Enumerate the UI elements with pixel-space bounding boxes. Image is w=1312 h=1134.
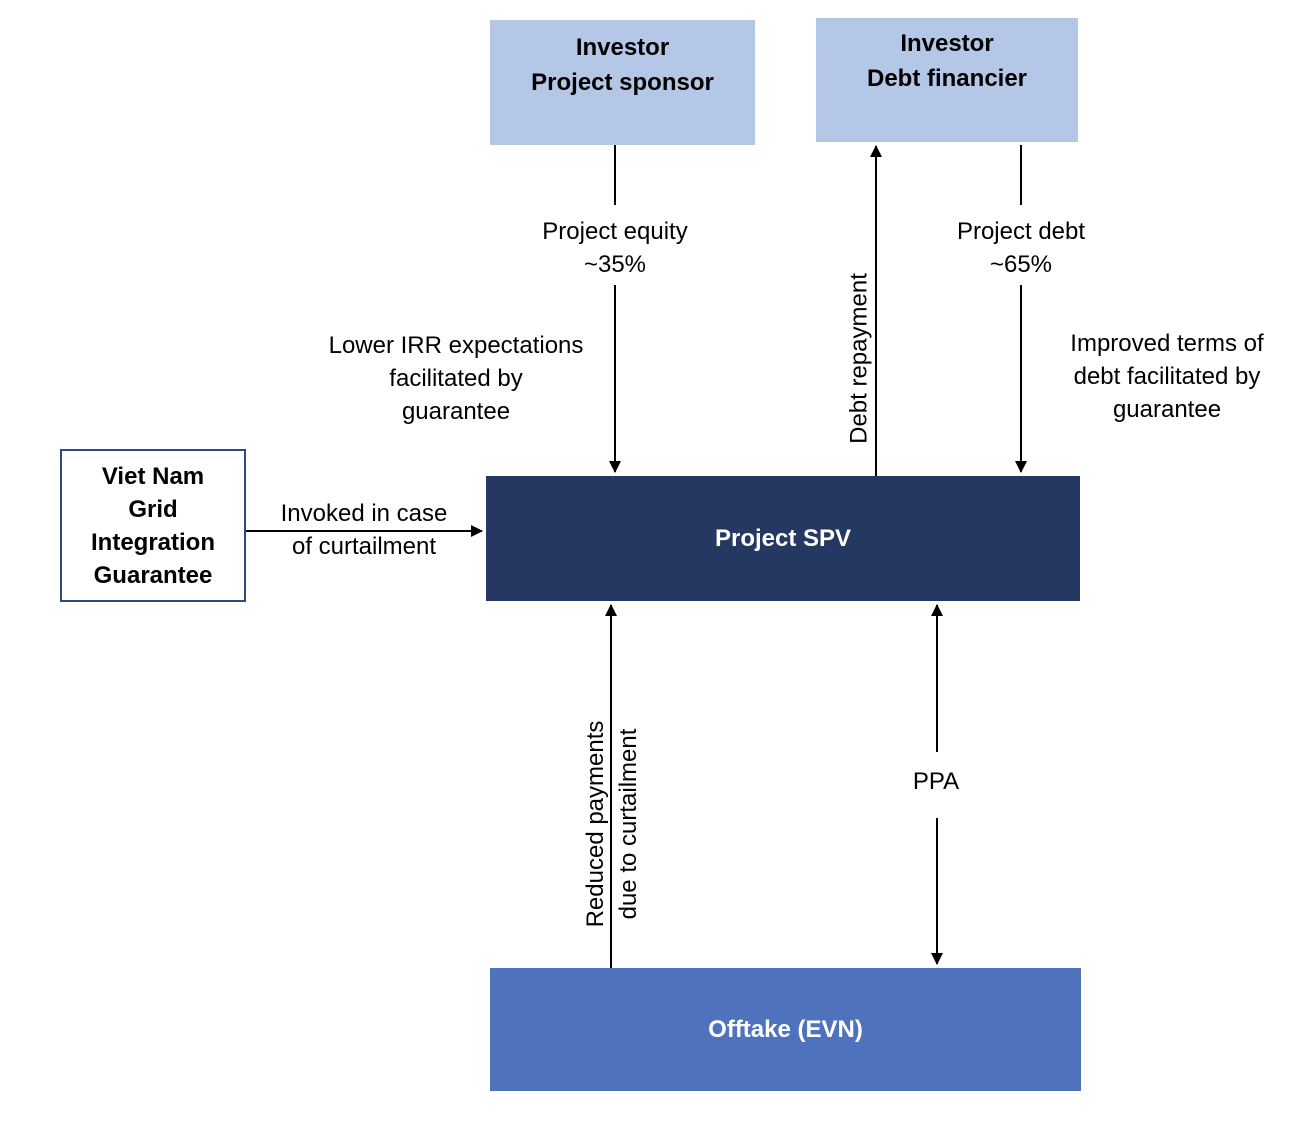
investor-debt-financier-box: Investor Debt financier	[816, 18, 1078, 142]
label-line: Reduced payments	[582, 720, 609, 928]
label-line: debt facilitated by	[1073, 363, 1261, 390]
reduced-payments-label: Reduced payments due to curtailment	[579, 714, 645, 934]
box-line: Project SPV	[714, 525, 852, 552]
label-line: Project equity	[542, 218, 688, 245]
grid-integration-guarantee-box: Viet Nam Grid Integration Guarantee	[60, 449, 246, 602]
investor-project-sponsor-box: Investor Project sponsor	[490, 20, 755, 145]
improved-terms-label: Improved terms of debt facilitated by gu…	[1052, 327, 1282, 426]
label-line: due to curtailment	[615, 728, 642, 920]
ppa-label: PPA	[912, 768, 960, 795]
box-line: Debt financier	[866, 65, 1028, 92]
label-line: Invoked in case	[280, 500, 448, 527]
label-line: guarantee	[1112, 396, 1222, 423]
project-equity-label: Project equity ~35%	[505, 215, 725, 281]
label-line: Lower IRR expectations	[328, 332, 584, 359]
box-line: Investor	[575, 34, 670, 61]
label-line: facilitated by	[389, 365, 523, 392]
invoked-label: Invoked in case of curtailment	[266, 497, 462, 563]
label-line: ~35%	[583, 251, 647, 278]
label-line: Project debt	[956, 218, 1086, 245]
box-line: Integration	[91, 528, 215, 556]
offtake-evn-box: Offtake (EVN)	[490, 968, 1081, 1091]
label-line: guarantee	[401, 398, 511, 425]
box-line: Investor	[900, 30, 994, 57]
box-line: Guarantee	[93, 561, 213, 589]
box-line: Project sponsor	[531, 69, 714, 96]
debt-repayment-label: Debt repayment	[845, 273, 873, 444]
project-debt-label: Project debt ~65%	[921, 215, 1121, 281]
label-line: ~65%	[989, 251, 1053, 278]
label-line: Improved terms of	[1070, 330, 1264, 357]
lower-irr-label: Lower IRR expectations facilitated by gu…	[316, 329, 596, 428]
box-line: Viet Nam	[101, 462, 205, 490]
project-spv-box: Project SPV	[486, 476, 1080, 601]
label-line: of curtailment	[291, 533, 437, 560]
box-line: Offtake (EVN)	[708, 1016, 863, 1043]
box-line: Grid	[128, 495, 178, 523]
